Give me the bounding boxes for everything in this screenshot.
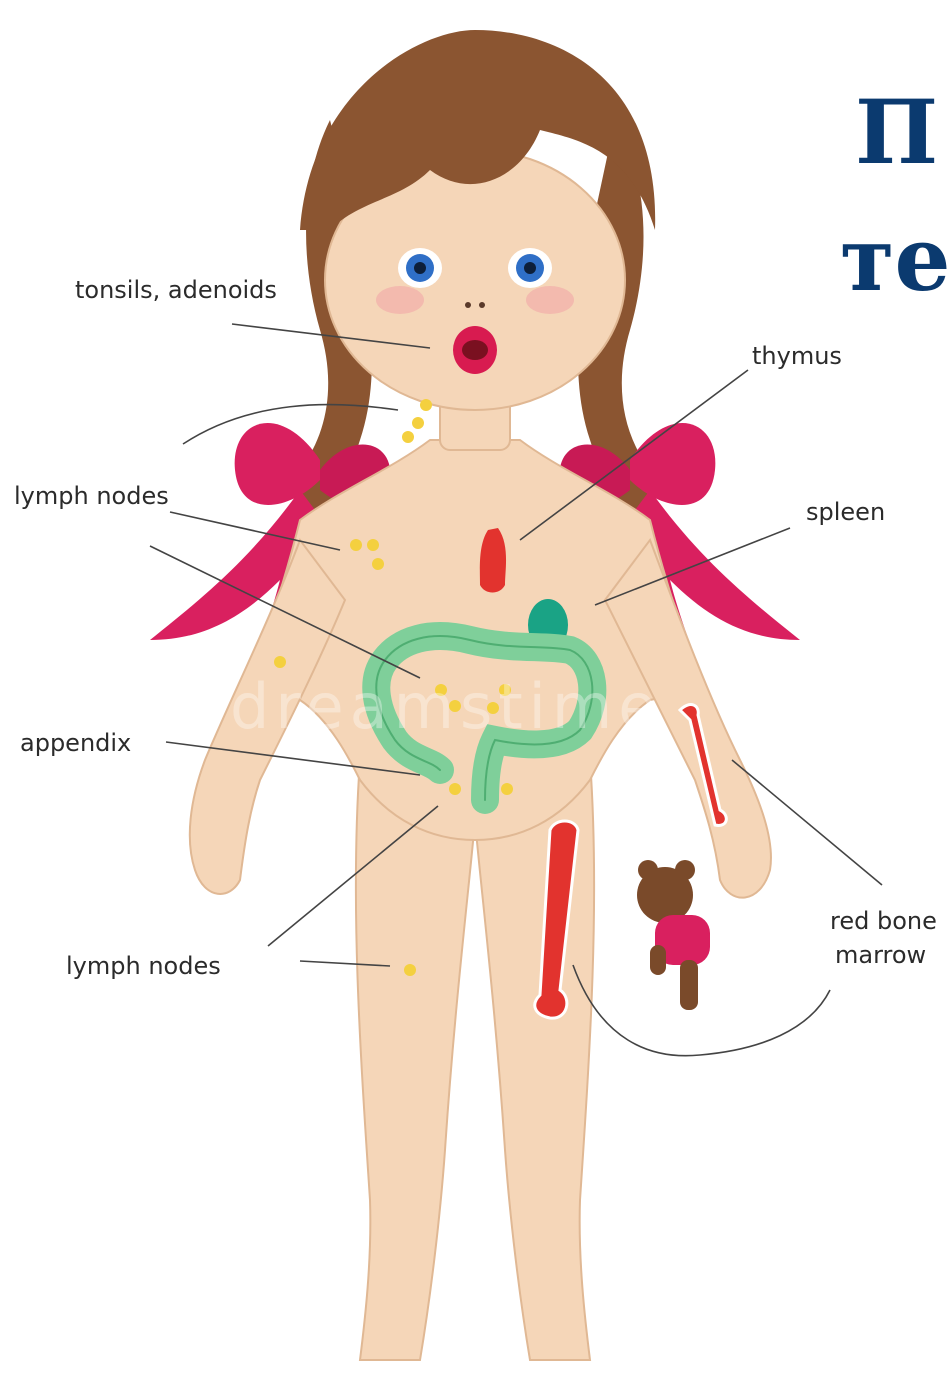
label-spleen: spleen xyxy=(806,498,885,527)
label-red-bone: red bone xyxy=(830,907,937,936)
label-lymph-nodes-lower: lymph nodes xyxy=(66,952,221,981)
label-tonsils-adenoids: tonsils, adenoids xyxy=(75,276,277,305)
title-line-2: те xyxy=(840,215,949,303)
label-appendix: appendix xyxy=(20,729,131,758)
label-thymus: thymus xyxy=(752,342,842,371)
label-lymph-nodes-upper: lymph nodes xyxy=(14,482,169,511)
teddy-bear xyxy=(637,860,710,1010)
title-line-1: П xyxy=(855,88,938,176)
watermark: dreamstime xyxy=(230,670,662,743)
label-marrow: marrow xyxy=(835,941,926,970)
